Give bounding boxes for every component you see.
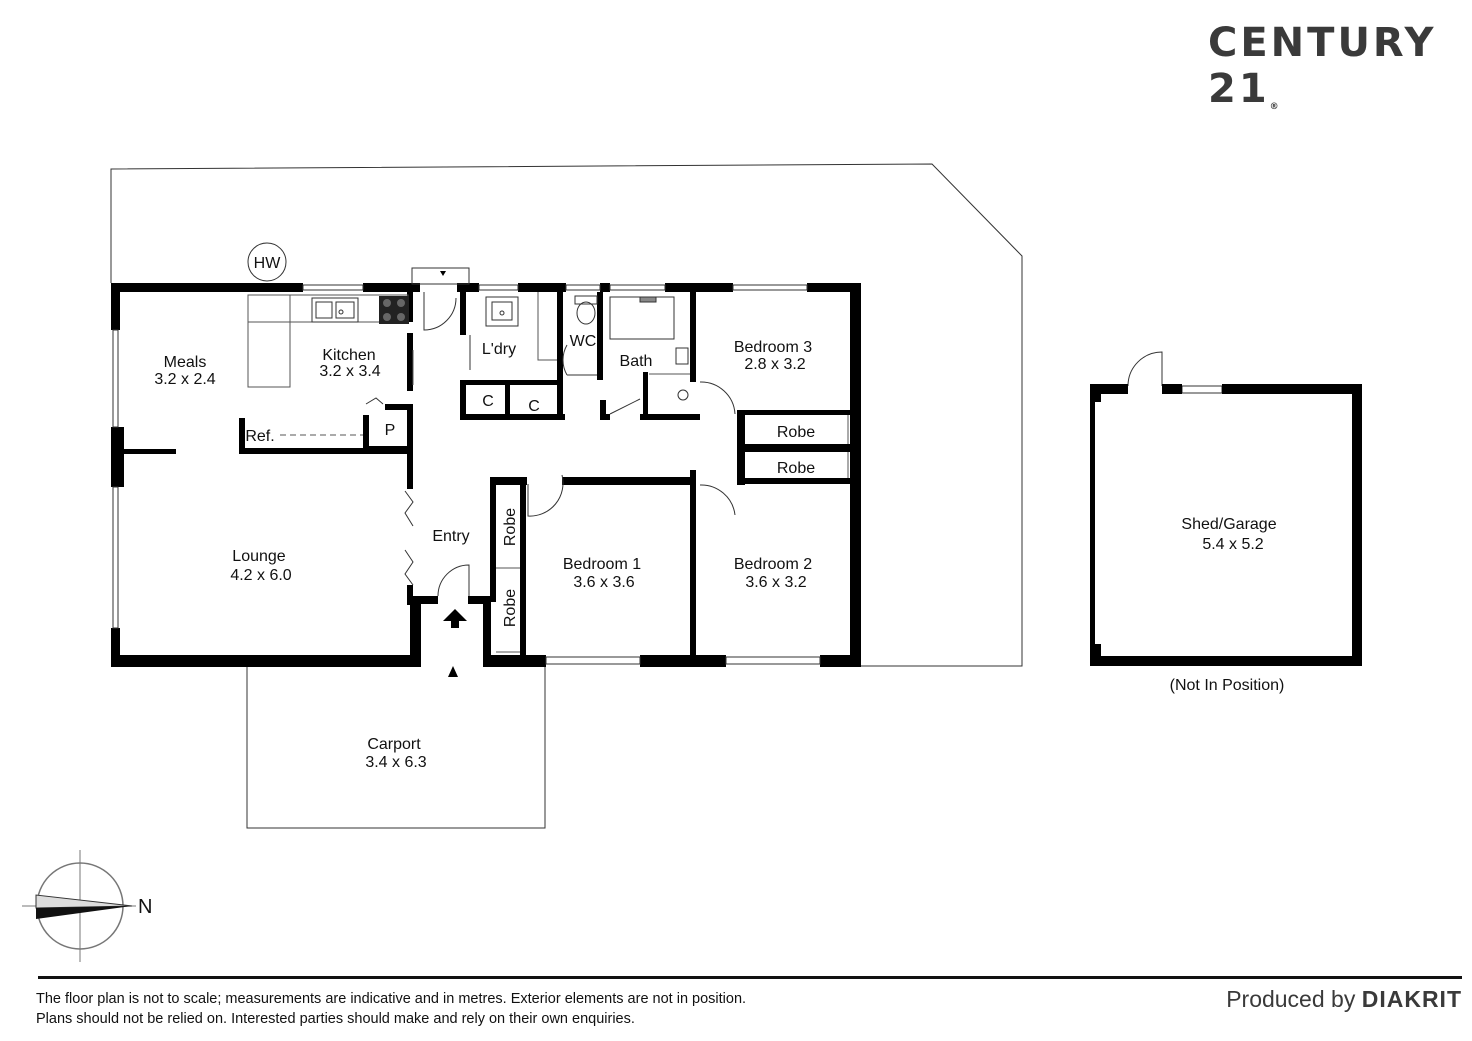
room-name-pantry: P bbox=[385, 422, 396, 439]
compass-icon bbox=[22, 850, 136, 962]
laundry-tub-icon bbox=[485, 296, 519, 327]
room-name-cupboard1: C bbox=[482, 393, 494, 410]
produced-by-text: Produced by bbox=[1226, 986, 1356, 1012]
producer-name: DIAKRIT bbox=[1361, 986, 1462, 1012]
room-size-kitchen: 3.2 x 3.4 bbox=[319, 363, 380, 380]
sink-icon bbox=[311, 297, 359, 323]
floor-plan: HW Meals 3.2 x 2.4 Kitchen 3.2 x 3.4 L'd… bbox=[22, 163, 1362, 962]
doors bbox=[365, 267, 1163, 597]
brand-registered-mark: ® bbox=[1269, 102, 1279, 112]
interior-walls bbox=[124, 292, 850, 660]
room-name-ref: Ref. bbox=[245, 428, 274, 445]
room-name-robe-b1a: Robe bbox=[502, 508, 519, 546]
room-name-bedroom2: Bedroom 2 bbox=[734, 556, 812, 573]
toilet-icon bbox=[574, 295, 598, 325]
room-size-bedroom1: 3.6 x 3.6 bbox=[573, 574, 634, 591]
room-name-kitchen: Kitchen bbox=[322, 347, 375, 364]
room-name-wc: WC bbox=[570, 333, 597, 350]
shed-walls bbox=[1090, 384, 1362, 666]
room-size-carport: 3.4 x 6.3 bbox=[365, 754, 426, 771]
room-labels: Meals 3.2 x 2.4 Kitchen 3.2 x 3.4 L'dry … bbox=[154, 333, 1284, 771]
room-size-bedroom3: 2.8 x 3.2 bbox=[744, 356, 805, 373]
room-name-carport: Carport bbox=[367, 736, 421, 753]
brand-logo: CENTURY 21® bbox=[1208, 20, 1472, 112]
room-size-bedroom2: 3.6 x 3.2 bbox=[745, 574, 806, 591]
carport-outline bbox=[246, 664, 546, 829]
vanity-basin-icon bbox=[675, 347, 689, 401]
room-name-robe-b1b: Robe bbox=[502, 589, 519, 627]
property-boundary bbox=[110, 163, 1023, 667]
producer-credit: Produced by DIAKRIT bbox=[1226, 986, 1462, 1013]
shed-position-note: (Not In Position) bbox=[1170, 677, 1285, 694]
compass-north-label: N bbox=[138, 896, 152, 918]
room-size-lounge: 4.2 x 6.0 bbox=[230, 567, 291, 584]
room-name-cupboard2: C bbox=[528, 398, 540, 415]
room-name-bedroom1: Bedroom 1 bbox=[563, 556, 641, 573]
room-name-laundry: L'dry bbox=[482, 341, 516, 358]
room-name-meals: Meals bbox=[164, 354, 207, 371]
brand-name: CENTURY 21 bbox=[1208, 20, 1437, 112]
footer-disclaimer: The floor plan is not to scale; measurem… bbox=[36, 989, 746, 1029]
room-size-meals: 3.2 x 2.4 bbox=[154, 371, 215, 388]
bathtub-icon bbox=[609, 296, 675, 340]
room-name-bath: Bath bbox=[620, 353, 653, 370]
footer-divider bbox=[38, 976, 1462, 979]
hot-water-unit bbox=[247, 242, 287, 282]
room-name-lounge: Lounge bbox=[232, 548, 285, 565]
room-name-bedroom3: Bedroom 3 bbox=[734, 339, 812, 356]
room-name-shed: Shed/Garage bbox=[1181, 516, 1276, 533]
entry-arrows bbox=[440, 271, 467, 677]
room-name-robe-b3b: Robe bbox=[777, 460, 815, 477]
exterior-walls bbox=[111, 283, 861, 667]
room-name-entry: Entry bbox=[432, 528, 469, 545]
cooktop-icon bbox=[379, 296, 409, 324]
hw-label: HW bbox=[254, 255, 282, 272]
windows bbox=[112, 284, 1223, 665]
disclaimer-line-2: Plans should not be relied on. Intereste… bbox=[36, 1011, 635, 1027]
room-name-robe-b3a: Robe bbox=[777, 424, 815, 441]
room-size-shed: 5.4 x 5.2 bbox=[1202, 536, 1263, 553]
disclaimer-line-1: The floor plan is not to scale; measurem… bbox=[36, 991, 747, 1007]
